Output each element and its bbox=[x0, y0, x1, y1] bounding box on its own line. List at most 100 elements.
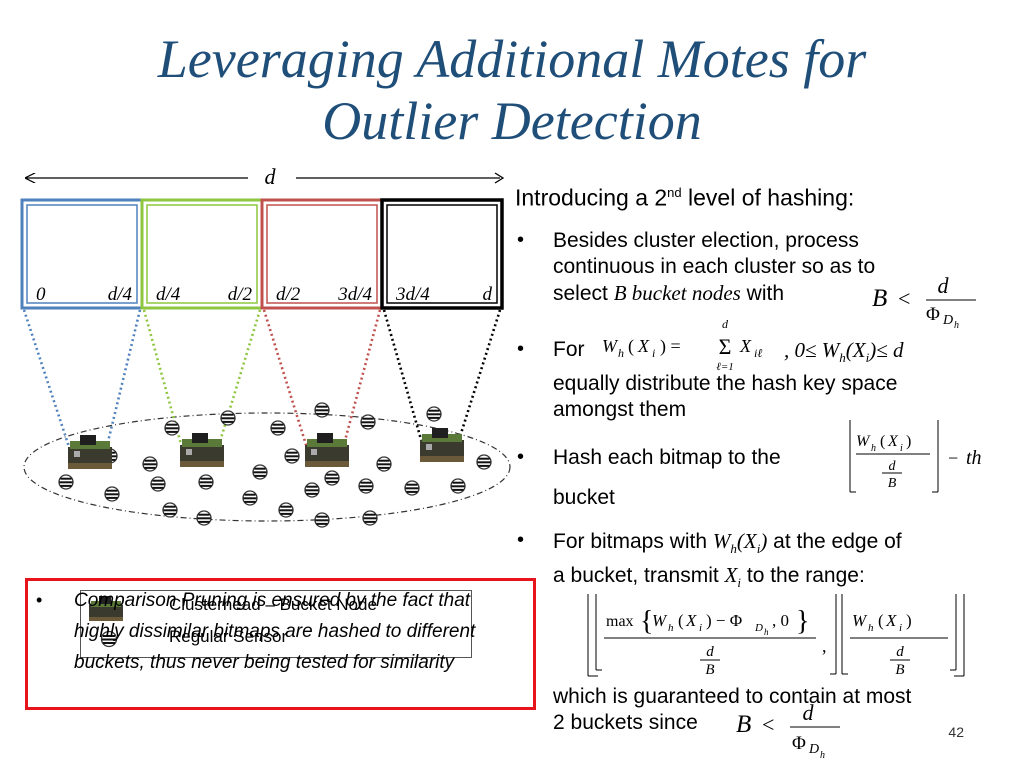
regular-sensor bbox=[220, 410, 236, 426]
svg-text:B: B bbox=[872, 285, 887, 312]
bucket-right-label: 3d/4 bbox=[337, 284, 372, 305]
svg-text:B: B bbox=[705, 662, 714, 678]
regular-sensor bbox=[476, 454, 492, 470]
bucket-left-label: d/4 bbox=[156, 284, 181, 305]
bullet-3: Hash each bitmap to the bucket bbox=[553, 446, 781, 509]
comparison-pruning-text: Comparison Pruning is ensured by the fac… bbox=[74, 590, 476, 673]
svg-text:D: D bbox=[942, 313, 953, 328]
svg-text:d: d bbox=[938, 276, 950, 298]
svg-text:X: X bbox=[885, 611, 897, 630]
svg-text:Σ: Σ bbox=[719, 334, 732, 359]
svg-text:h: h bbox=[954, 320, 959, 331]
clusterhead-legend-icon bbox=[89, 596, 123, 621]
svg-text:, 0: , 0 bbox=[772, 611, 789, 630]
range-label: d bbox=[265, 164, 277, 189]
svg-text:(: ( bbox=[678, 611, 684, 630]
bucket-link bbox=[22, 309, 72, 451]
regular-sensor bbox=[404, 480, 420, 496]
bucket-left-label: d/2 bbox=[276, 284, 301, 305]
bucket-left-label: 0 bbox=[36, 284, 46, 305]
b-formula-1: B < d Φ D h bbox=[872, 276, 976, 331]
w-range-condition: , 0≤ Wh(Xi)≤ d bbox=[784, 338, 904, 366]
regular-sensor bbox=[360, 414, 376, 430]
svg-text:) − Φ: ) − Φ bbox=[706, 611, 742, 630]
legend-clusterhead-label: Clusterhead – Bucket Node bbox=[169, 595, 377, 614]
svg-text:i: i bbox=[699, 622, 702, 634]
svg-text:d: d bbox=[889, 459, 897, 474]
svg-text:W: W bbox=[856, 433, 871, 450]
regular-sensor bbox=[104, 486, 120, 502]
bucket-right-label: d bbox=[483, 284, 493, 305]
svg-text:(: ( bbox=[628, 336, 634, 357]
svg-text:(: ( bbox=[880, 433, 885, 450]
svg-text:max: max bbox=[606, 613, 634, 630]
bullet-dot: • bbox=[36, 590, 43, 610]
bullet-4-tail: which is guaranteed to contain at most 2… bbox=[553, 685, 912, 734]
bucket-inner bbox=[26, 204, 138, 304]
regular-sensor bbox=[198, 474, 214, 490]
clusterhead-node bbox=[305, 433, 349, 467]
diagram-legend: Clusterhead – Bucket Node Regular Sensor bbox=[80, 590, 472, 658]
bucket-link bbox=[341, 309, 382, 449]
regular-sensor bbox=[304, 482, 320, 498]
svg-text:d: d bbox=[896, 644, 904, 660]
title-line-2: Outlier Detection bbox=[322, 91, 702, 151]
regular-sensor bbox=[196, 510, 212, 526]
regular-sensor bbox=[358, 478, 374, 494]
clusterhead-node bbox=[420, 428, 464, 462]
regular-sensor bbox=[242, 490, 258, 506]
svg-text:X: X bbox=[685, 611, 697, 630]
bullet-dot: • bbox=[517, 446, 525, 468]
svg-text:iℓ: iℓ bbox=[754, 346, 762, 360]
regular-sensor bbox=[314, 512, 330, 528]
svg-text:) =: ) = bbox=[660, 336, 681, 357]
regular-sensor bbox=[270, 420, 286, 436]
svg-text:B: B bbox=[895, 662, 904, 678]
svg-text:i: i bbox=[899, 622, 902, 634]
svg-text:d: d bbox=[722, 317, 729, 331]
range-arrow: d bbox=[26, 164, 505, 189]
regular-sensor bbox=[162, 502, 178, 518]
svg-text:): ) bbox=[906, 433, 911, 450]
bucket-inner bbox=[146, 204, 258, 304]
regular-sensor bbox=[362, 510, 378, 526]
svg-text:<: < bbox=[762, 712, 774, 737]
svg-text:ℓ=1: ℓ=1 bbox=[716, 361, 734, 373]
bucket-link bbox=[142, 309, 184, 449]
regular-sensor bbox=[278, 502, 294, 518]
bucket-left-label: 3d/4 bbox=[395, 284, 430, 305]
hash-bucket-formula: W h ( X i ) d B − th bbox=[849, 420, 982, 493]
bucket-link bbox=[382, 309, 424, 444]
regular-sensor bbox=[450, 478, 466, 494]
bucket-link bbox=[456, 309, 502, 444]
bucket-right-label: d/4 bbox=[108, 284, 133, 305]
bullet-dot: • bbox=[517, 529, 525, 551]
regular-sensor bbox=[252, 464, 268, 480]
svg-text:th: th bbox=[966, 447, 982, 469]
svg-text:<: < bbox=[898, 286, 910, 311]
page-number: 42 bbox=[948, 724, 964, 740]
svg-text:X: X bbox=[637, 336, 650, 356]
cluster-region bbox=[23, 412, 511, 522]
bucket-link bbox=[216, 309, 262, 449]
regular-sensors bbox=[58, 402, 492, 528]
clusterhead-node bbox=[68, 435, 112, 469]
title-line-1: Leveraging Additional Motes for bbox=[157, 29, 867, 89]
w-sum-formula: W h ( X i ) = d Σ ℓ=1 X iℓ bbox=[602, 317, 762, 373]
bucket-link bbox=[262, 309, 309, 449]
legend-regular-label: Regular Sensor bbox=[169, 627, 288, 646]
svg-text:}: } bbox=[796, 606, 809, 637]
bucket-inner bbox=[266, 204, 378, 304]
svg-text:h: h bbox=[764, 627, 769, 637]
bullet-dot: • bbox=[517, 229, 525, 251]
clusterhead-node bbox=[180, 433, 224, 467]
svg-text:D: D bbox=[808, 742, 819, 757]
bucket-link bbox=[104, 309, 142, 451]
svg-text:h: h bbox=[820, 750, 825, 761]
comparison-pruning-box bbox=[25, 578, 536, 710]
regular-sensor bbox=[284, 448, 300, 464]
intro-line: Introducing a 2nd level of hashing: bbox=[515, 184, 855, 211]
bullet-2: For equally distribute the hash key spac… bbox=[553, 338, 898, 421]
